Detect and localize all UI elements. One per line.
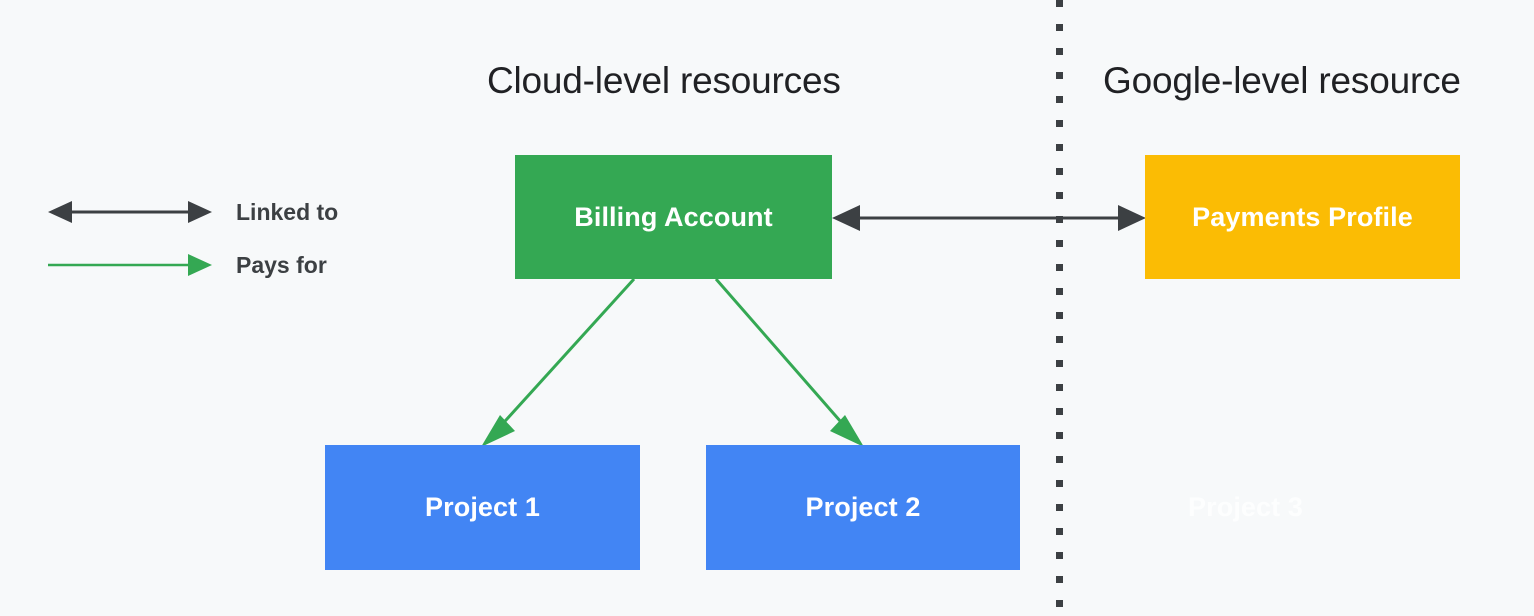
legend-label-linked-to: Linked to <box>236 198 339 225</box>
double-arrow-icon <box>48 201 212 223</box>
section-title-cloud-level: Cloud-level resources <box>487 60 841 101</box>
edge-billing-to-payments <box>832 205 1146 231</box>
edge-billing-to-project-2 <box>714 278 864 447</box>
node-billing-account[interactable]: Billing Account <box>515 155 832 279</box>
node-project-2-label: Project 2 <box>805 492 921 522</box>
node-billing-account-label: Billing Account <box>574 201 773 232</box>
right-arrow-icon <box>48 254 212 276</box>
node-project-2[interactable]: Project 2 <box>706 445 1020 570</box>
legend-item-linked-to: Linked to <box>48 195 338 229</box>
node-project-1[interactable]: Project 1 <box>325 445 640 570</box>
edge-billing-to-project-1 <box>481 277 636 447</box>
vertical-dotted-divider <box>1056 0 1063 616</box>
node-payments-profile-label: Payments Profile <box>1192 201 1413 232</box>
legend-item-pays-for: Pays for <box>48 248 327 282</box>
section-title-google-level: Google-level resource <box>1103 60 1461 101</box>
legend-label-pays-for: Pays for <box>236 251 327 278</box>
legend: Linked to Pays for <box>0 0 420 300</box>
node-project-3-label: Project 3 <box>1188 492 1303 522</box>
node-project-3: Project 3 <box>1088 445 1403 570</box>
node-project-1-label: Project 1 <box>425 492 540 522</box>
node-payments-profile[interactable]: Payments Profile <box>1145 155 1460 279</box>
